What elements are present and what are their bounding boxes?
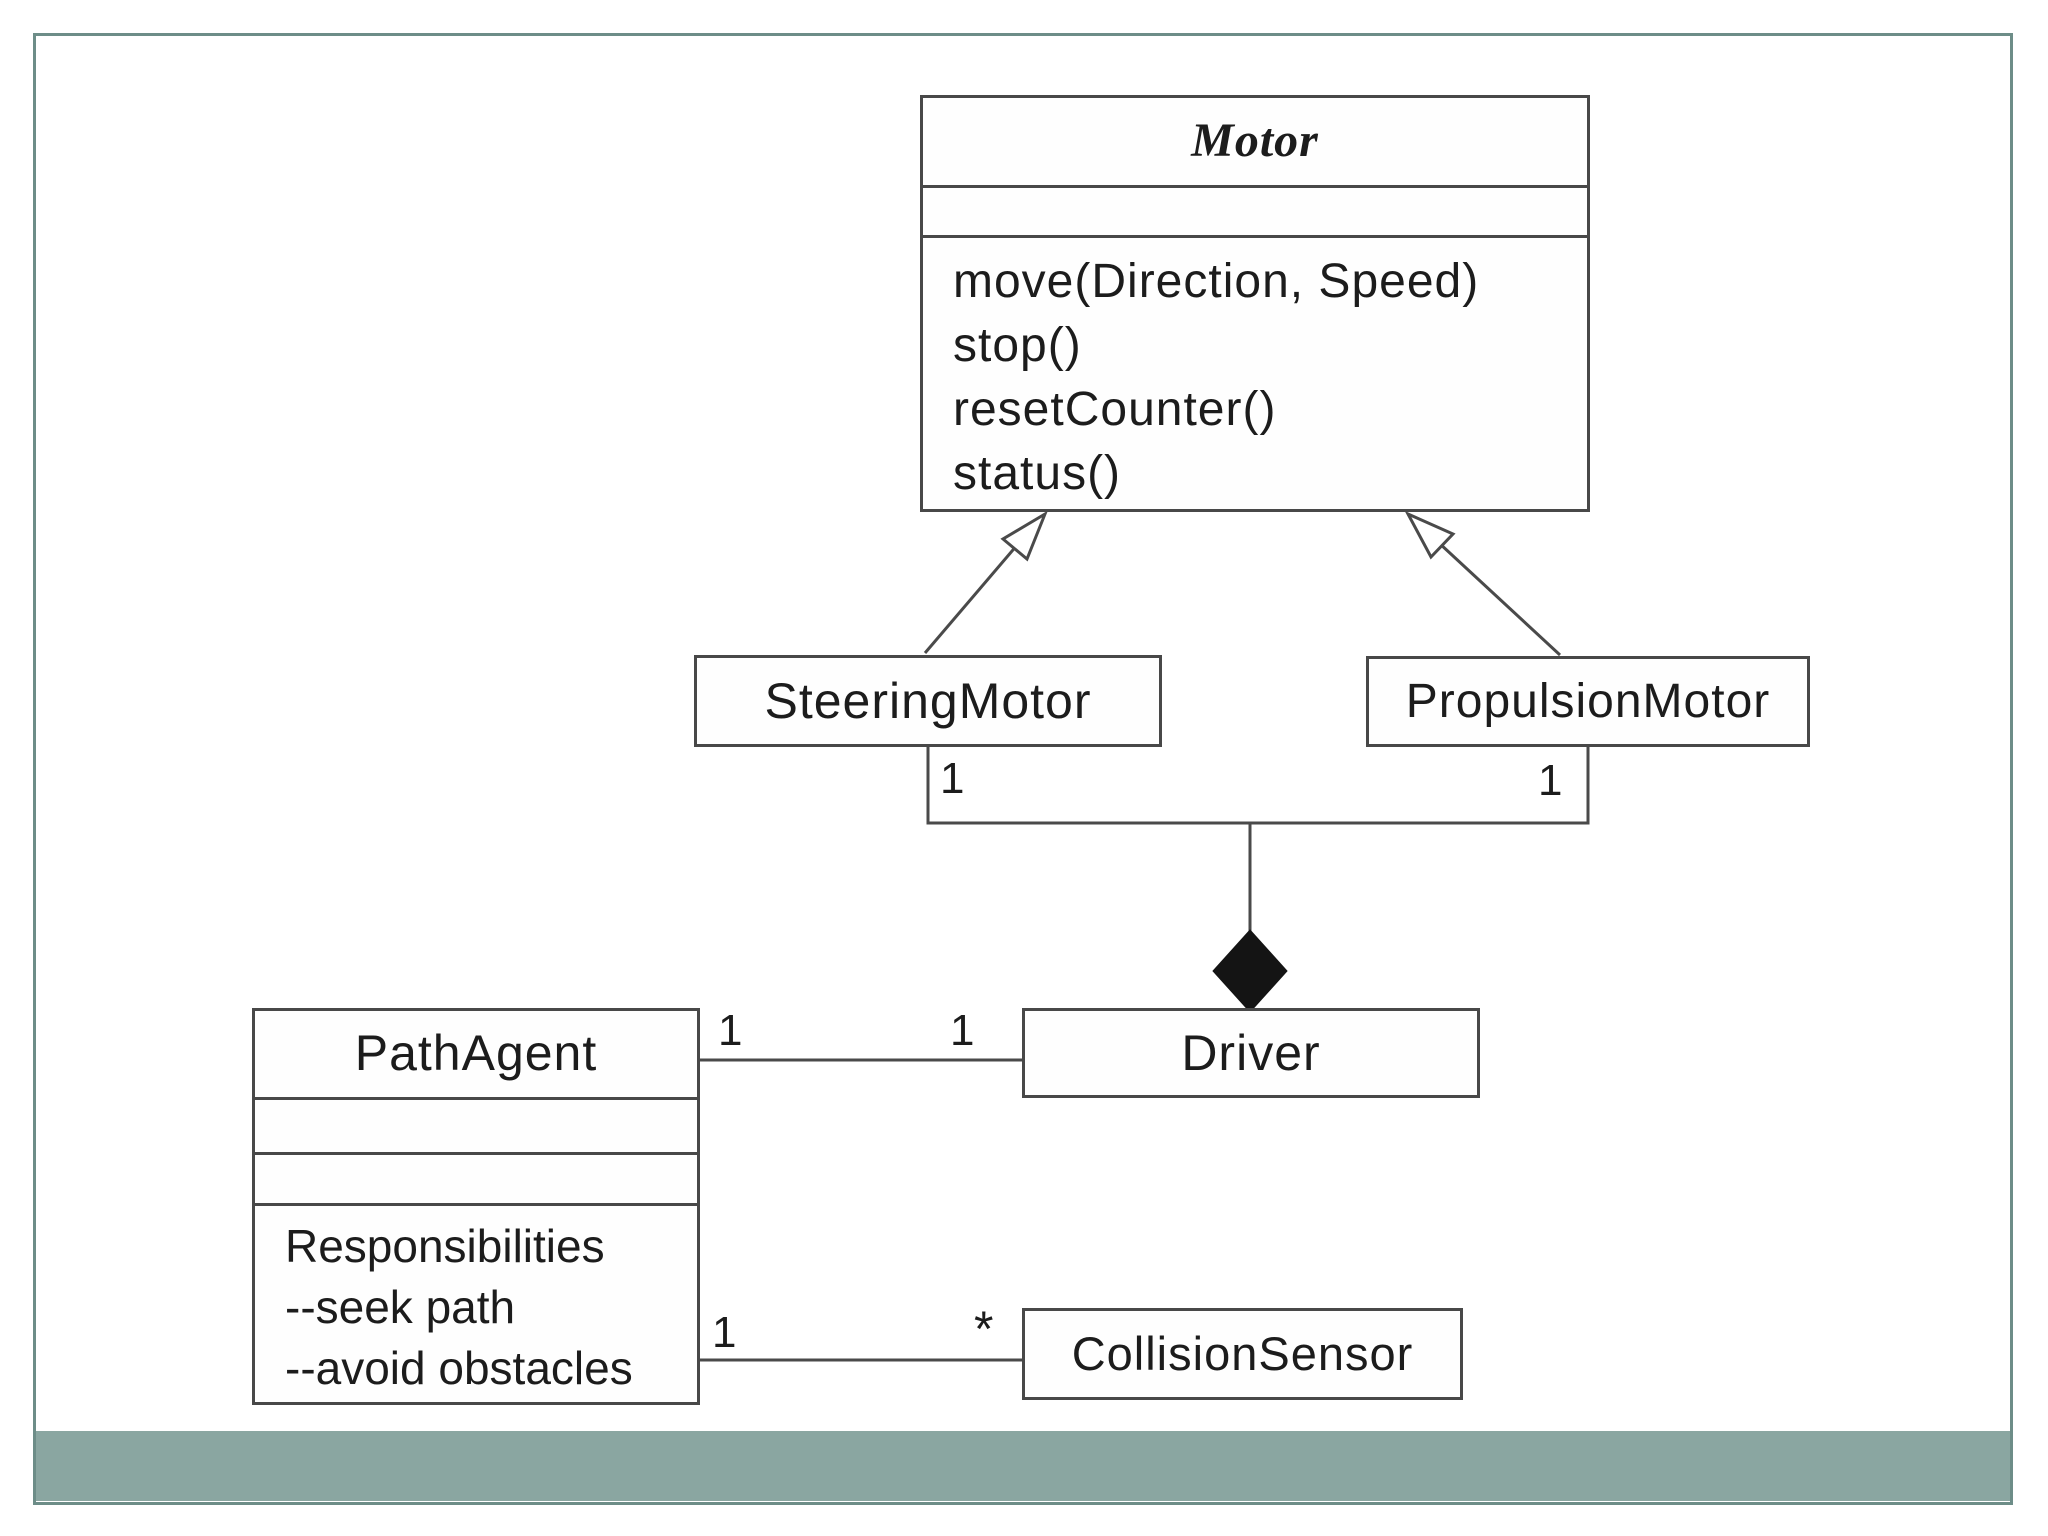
multiplicity-pathagent-driver-left: 1	[718, 1006, 743, 1055]
generalization-arrowhead-propulsion	[1404, 510, 1456, 560]
pathagent-responsibilities-compartment: Responsibilities --seek path --avoid obs…	[255, 1206, 697, 1399]
class-box-steeringmotor: SteeringMotor	[694, 655, 1162, 747]
multiplicity-propulsion-end: 1	[1538, 756, 1563, 805]
motor-method-move: move(Direction, Speed)	[953, 255, 1480, 308]
class-title-collisionsensor: CollisionSensor	[1071, 1327, 1414, 1380]
pathagent-responsibility-seek-path: --seek path	[285, 1281, 516, 1333]
motor-attributes-compartment	[923, 188, 1587, 238]
pathagent-responsibilities-heading: Responsibilities	[285, 1220, 605, 1272]
class-box-pathagent: PathAgent Responsibilities --seek path -…	[252, 1008, 700, 1405]
class-title-pathagent: PathAgent	[255, 1011, 697, 1100]
generalization-arrowhead-steering	[1000, 510, 1049, 562]
generalization-line-steering	[923, 529, 1032, 654]
multiplicity-steering-end: 1	[940, 754, 965, 803]
composition-diamond	[1212, 929, 1288, 1013]
class-box-driver: Driver	[1022, 1008, 1480, 1098]
multiplicity-pathagent-collision-left: 1	[712, 1308, 737, 1357]
class-title-propulsionmotor: PropulsionMotor	[1405, 675, 1771, 728]
bottom-teal-band	[36, 1431, 2010, 1501]
class-title-motor: Motor	[923, 98, 1587, 188]
pathagent-responsibility-avoid-obstacles: --avoid obstacles	[285, 1342, 633, 1394]
motor-method-status: status()	[953, 447, 1122, 500]
class-title-steeringmotor: SteeringMotor	[764, 673, 1092, 729]
composition-connector	[926, 747, 1590, 825]
class-title-driver: Driver	[1181, 1025, 1321, 1081]
pathagent-operations-compartment	[255, 1155, 697, 1206]
class-box-motor: Motor move(Direction, Speed) stop() rese…	[920, 95, 1590, 512]
generalization-line-propulsion	[1423, 528, 1562, 657]
motor-methods-compartment: move(Direction, Speed) stop() resetCount…	[923, 238, 1587, 506]
multiplicity-collision-end: *	[974, 1301, 994, 1357]
motor-method-stop: stop()	[953, 319, 1082, 372]
motor-method-resetcounter: resetCounter()	[953, 383, 1277, 436]
multiplicity-pathagent-driver-right: 1	[950, 1006, 975, 1055]
pathagent-attributes-compartment	[255, 1100, 697, 1155]
class-box-collisionsensor: CollisionSensor	[1022, 1308, 1463, 1400]
class-box-propulsionmotor: PropulsionMotor	[1366, 656, 1810, 747]
